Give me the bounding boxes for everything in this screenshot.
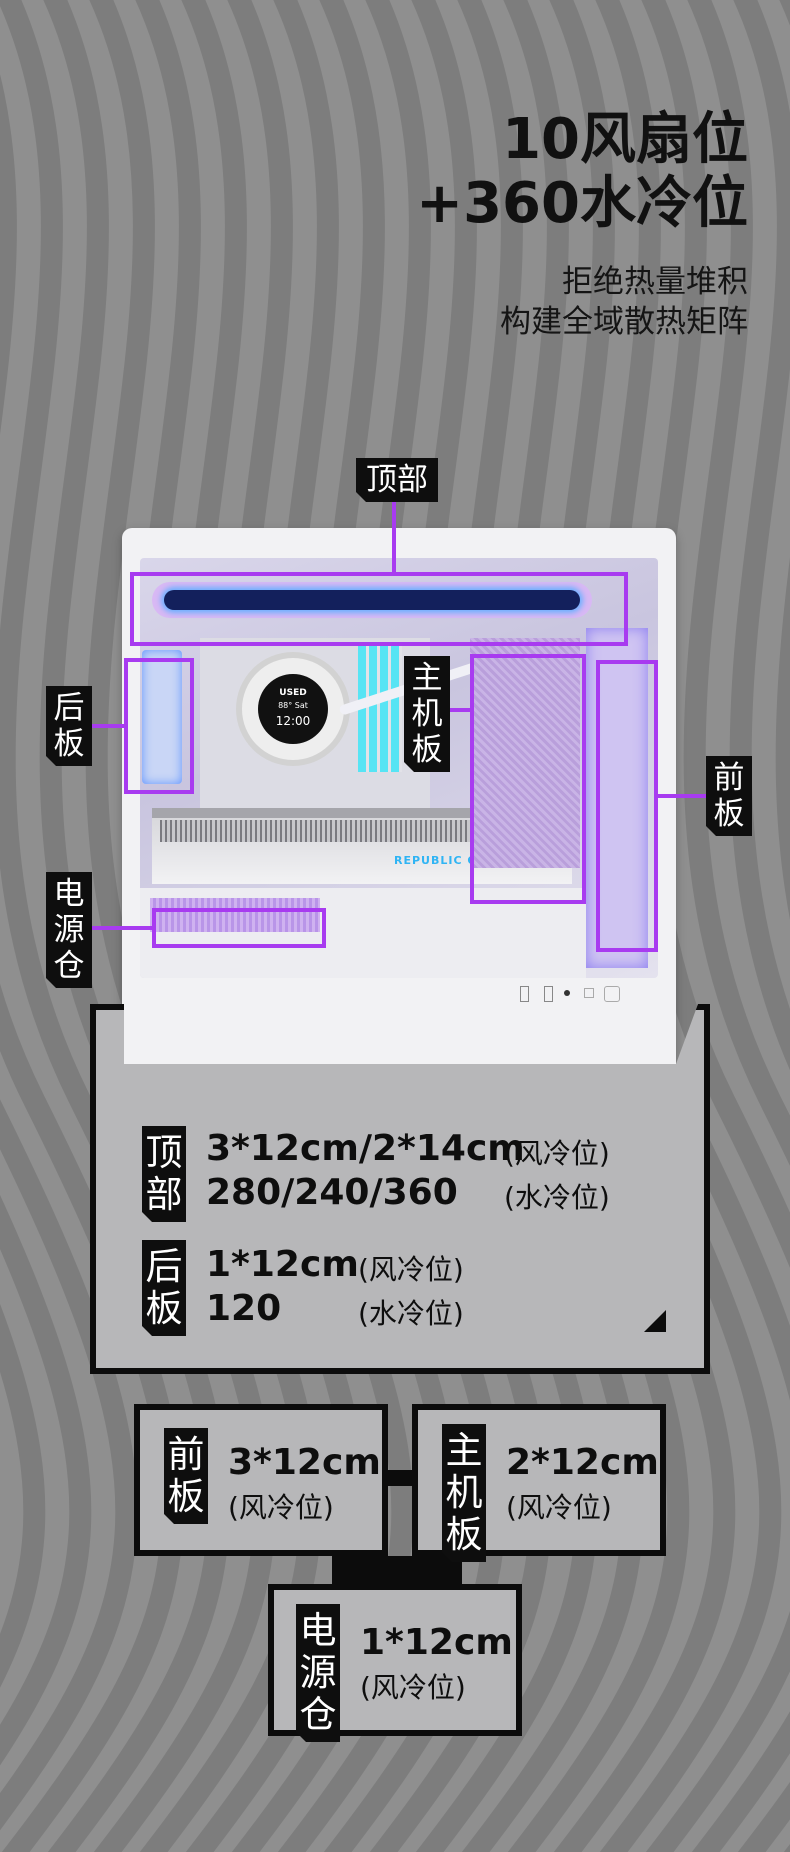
highlight-rear (124, 658, 194, 794)
spec-tag-front-char: 前 (167, 1433, 205, 1476)
pump-screen-day: Sat (294, 701, 308, 710)
leader-line-front (658, 794, 706, 798)
panel-connector (332, 1556, 462, 1586)
front-io (520, 986, 630, 1002)
pc-case: USED 88° Sat 12:00 REPUBLIC OF GAMERS (122, 528, 676, 1084)
callout-front-char: 板 (713, 796, 745, 832)
spec-tag-rear-char: 后 (145, 1245, 183, 1288)
callout-psu-char: 源 (53, 912, 85, 948)
pump-screen-readout: 88° Sat (258, 701, 328, 710)
callout-psu-char: 仓 (53, 948, 85, 984)
spec-top-water-value: 280/240/360 (206, 1172, 458, 1213)
spec-motherboard-label: (风冷位) (506, 1491, 612, 1524)
callout-rear: 后 板 (46, 686, 92, 766)
spec-tag-front-char: 板 (167, 1475, 205, 1518)
spec-tag-motherboard-char: 主 (445, 1429, 483, 1472)
background-stripe (0, 1304, 46, 1688)
gpu-fin-stack (160, 820, 560, 842)
subheadline: 拒绝热量堆积 构建全域散热矩阵 (500, 262, 748, 342)
highlight-motherboard (470, 654, 586, 904)
spec-top-air-value: 3*12cm/2*14cm (206, 1128, 525, 1169)
spec-tag-psu-char: 电 (299, 1609, 337, 1652)
headline: 10风扇位 +360水冷位 (416, 108, 748, 236)
spec-top-water-label: (水冷位) (504, 1181, 610, 1214)
background-stripe (0, 1099, 138, 1831)
leader-line-psu (90, 926, 154, 930)
callout-top: 顶部 (356, 458, 438, 502)
callout-rear-char: 板 (53, 726, 85, 762)
spec-rear-water-value: 120 (206, 1288, 282, 1329)
callout-rear-char: 后 (53, 690, 85, 726)
spec-tag-rear: 后 板 (142, 1240, 186, 1336)
pump-screen: USED 88° Sat 12:00 (258, 674, 328, 744)
spec-motherboard-value: 2*12cm (506, 1442, 659, 1483)
background-stripe (0, 1195, 92, 1766)
psu-vent (150, 898, 320, 932)
callout-psu-char: 电 (53, 876, 85, 912)
callout-psu: 电 源 仓 (46, 872, 92, 988)
pump-screen-label: USED (279, 688, 307, 698)
subheadline-line1: 拒绝热量堆积 (562, 264, 748, 300)
leader-line-top (392, 496, 396, 574)
spec-rear-air-value: 1*12cm (206, 1244, 359, 1285)
side-mesh-panel (470, 638, 580, 868)
callout-motherboard-char: 主 (411, 660, 443, 696)
spec-front-label: (风冷位) (228, 1491, 334, 1524)
spec-tag-psu: 电 源 仓 (296, 1604, 340, 1742)
background-stripe (729, 0, 790, 1852)
spec-psu-value: 1*12cm (360, 1622, 513, 1663)
spec-tag-rear-char: 板 (145, 1287, 183, 1330)
spec-front-value: 3*12cm (228, 1442, 381, 1483)
callout-motherboard: 主 机 板 (404, 656, 450, 772)
spec-tag-motherboard-char: 机 (445, 1471, 483, 1514)
callout-front-char: 前 (713, 760, 745, 796)
reset-button-icon (584, 988, 594, 998)
spec-tag-psu-char: 仓 (299, 1693, 337, 1736)
panel-corner-mark (644, 1310, 666, 1332)
spec-rear-air-label: (风冷位) (358, 1253, 464, 1286)
spec-tag-motherboard: 主 机 板 (442, 1424, 486, 1562)
leader-line-motherboard (448, 708, 472, 712)
pump-screen-temp: 88° (278, 701, 293, 710)
highlight-psu (152, 908, 326, 948)
background-stripe (683, 0, 790, 1852)
spec-top-air-label: (风冷位) (504, 1137, 610, 1170)
headline-line1: 10风扇位 (502, 107, 748, 172)
headline-line2: +360水冷位 (416, 171, 748, 236)
spec-rear-water-label: (水冷位) (358, 1297, 464, 1330)
case-interior: USED 88° Sat 12:00 REPUBLIC OF GAMERS (140, 558, 658, 978)
highlight-top (130, 572, 628, 646)
highlight-front (596, 660, 658, 952)
spec-tag-front: 前 板 (164, 1428, 208, 1524)
subheadline-line2: 构建全域散热矩阵 (500, 304, 748, 340)
audio-jack-icon (564, 990, 570, 996)
spec-panel-main (90, 1004, 710, 1374)
spec-tag-psu-char: 源 (299, 1651, 337, 1694)
spec-tag-motherboard-char: 板 (445, 1513, 483, 1556)
power-button-icon (604, 986, 620, 1002)
spec-tag-top: 顶 部 (142, 1126, 186, 1222)
spec-psu-label: (风冷位) (360, 1671, 466, 1704)
callout-motherboard-char: 板 (411, 732, 443, 768)
usb-port-icon (520, 986, 529, 1002)
spec-tag-top-char: 顶 (145, 1131, 183, 1174)
callout-front: 前 板 (706, 756, 752, 836)
background-stripe (0, 74, 184, 1852)
pump-screen-time: 12:00 (275, 714, 311, 728)
spec-tag-top-char: 部 (145, 1173, 183, 1216)
panel-connector (382, 1470, 412, 1486)
rear-fan (142, 650, 182, 784)
leader-line-rear (90, 724, 126, 728)
callout-motherboard-char: 机 (411, 696, 443, 732)
background-stripe (0, 0, 230, 1852)
top-radiator-light (164, 590, 580, 610)
usb-port-icon (544, 986, 553, 1002)
